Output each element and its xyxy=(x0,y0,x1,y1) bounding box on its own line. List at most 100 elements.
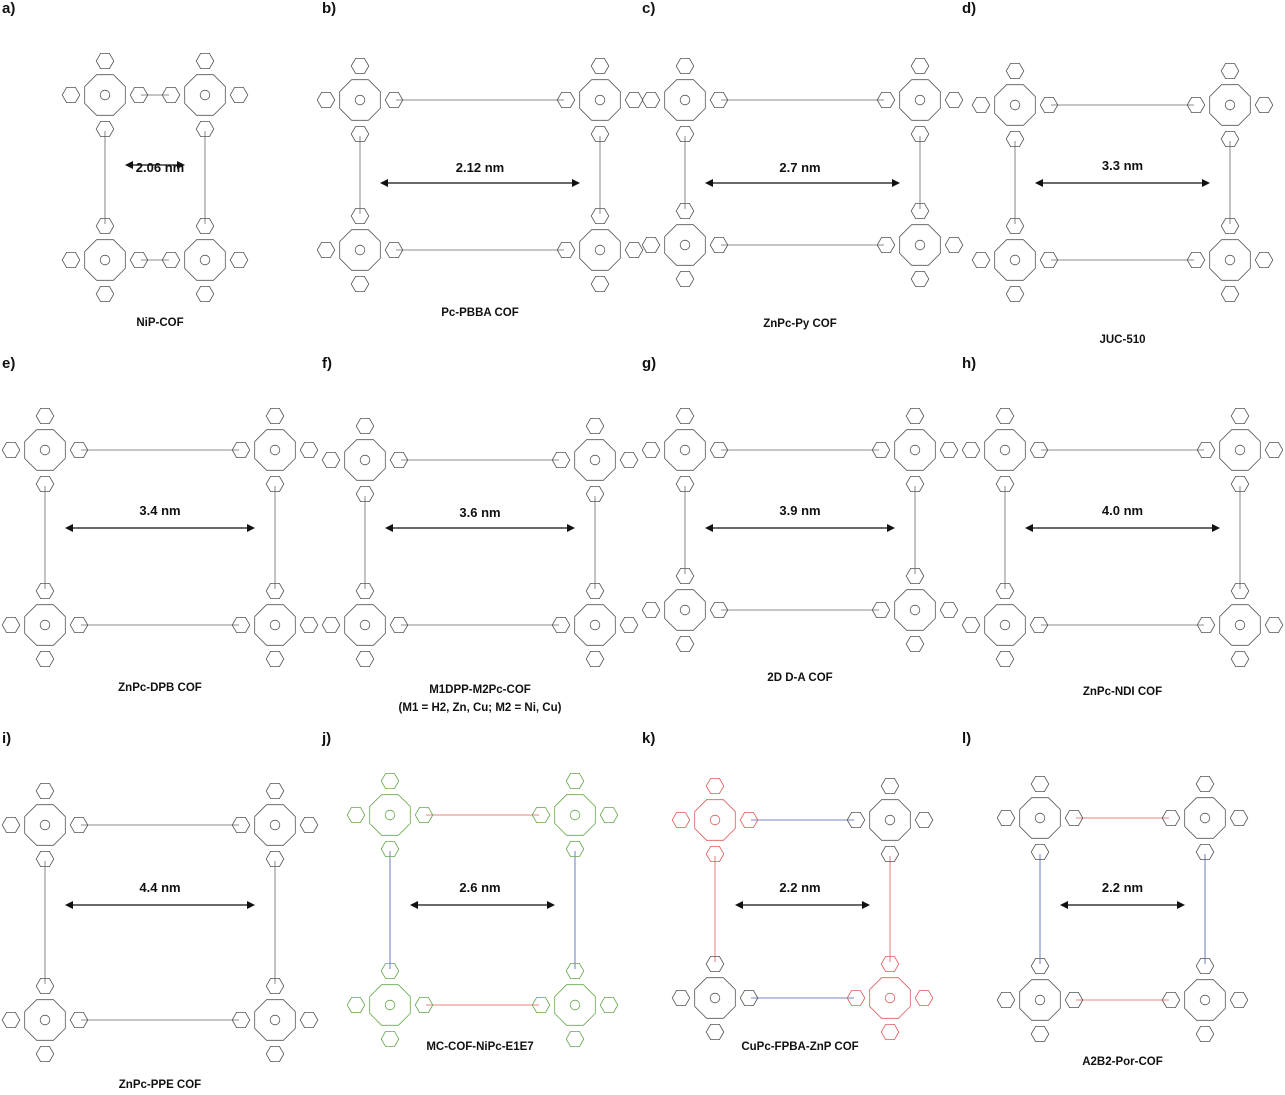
arrowhead-right xyxy=(892,179,900,187)
arrowhead-right xyxy=(547,901,555,909)
macrocycle-node xyxy=(971,63,1059,148)
pore-distance-label: 3.6 nm xyxy=(459,505,501,520)
macrocycle-node xyxy=(671,955,759,1041)
macrocycle-node xyxy=(231,977,319,1063)
panel-letter: j) xyxy=(322,730,332,747)
macrocycle-node xyxy=(1196,582,1284,668)
panel-caption: 2D D-A COF xyxy=(767,672,833,684)
pore-distance-label: 2.6 nm xyxy=(459,880,501,895)
cof-structure-diagram xyxy=(1,408,319,668)
macrocycle-node xyxy=(346,773,434,857)
macrocycle-node xyxy=(1161,957,1249,1043)
arrowhead-right xyxy=(177,161,185,169)
panel-caption: JUC-510 xyxy=(1099,334,1146,346)
cof-structure-diagram xyxy=(321,418,639,668)
arrowhead-left xyxy=(65,524,73,532)
macrocycle-node xyxy=(961,582,1049,668)
cof-structure-diagram xyxy=(346,773,619,1048)
cof-structure-diagram xyxy=(996,776,1249,1043)
arrowhead-left xyxy=(705,179,713,187)
macrocycle-node xyxy=(871,567,959,653)
arrowhead-left xyxy=(380,179,388,187)
pore-distance-label: 3.3 nm xyxy=(1101,158,1144,173)
macrocycle-node xyxy=(871,408,959,493)
cof-structure-diagram xyxy=(641,408,959,653)
macrocycle-node xyxy=(556,58,644,143)
pore-distance-label: 2.2 nm xyxy=(779,880,821,895)
panel-caption: M1DPP-M2Pc-COF xyxy=(429,684,531,696)
macrocycle-node xyxy=(971,217,1059,303)
panel-caption-subtitle: (M1 = H2, Zn, Cu; M2 = Ni, Cu) xyxy=(398,702,562,714)
macrocycle-node xyxy=(1186,63,1274,148)
pore-distance-label: 3.4 nm xyxy=(139,503,181,518)
pore-distance-label: 2.12 nm xyxy=(455,160,505,175)
macrocycle-node xyxy=(231,783,319,868)
panel-e: e) 3.4 nm ZnPc-DPB COF xyxy=(0,355,320,725)
macrocycle-node xyxy=(1161,776,1249,861)
macrocycle-node xyxy=(531,962,619,1048)
macrocycle-node xyxy=(1196,408,1284,493)
macrocycle-node xyxy=(996,957,1084,1043)
panel-caption: ZnPc-DPB COF xyxy=(118,682,202,694)
pore-distance-label: 2.7 nm xyxy=(779,160,821,175)
arrowhead-left xyxy=(1060,901,1068,909)
panel-caption: ZnPc-NDI COF xyxy=(1082,686,1163,698)
macrocycle-node xyxy=(846,778,934,863)
macrocycle-node xyxy=(1,977,89,1063)
macrocycle-node xyxy=(846,955,934,1041)
panel-l: l) 2.2 nm A2B2-Por-COF xyxy=(960,730,1285,1095)
macrocycle-node xyxy=(1186,217,1274,303)
macrocycle-node xyxy=(556,207,644,293)
panel-letter: g) xyxy=(642,355,657,372)
arrowhead-left xyxy=(65,901,73,909)
macrocycle-node xyxy=(996,776,1084,861)
cof-structure-diagram xyxy=(961,408,1284,668)
macrocycle-node xyxy=(641,408,729,493)
arrowhead-left xyxy=(1035,179,1043,187)
pore-distance-label: 3.9 nm xyxy=(779,503,821,518)
panel-i: i) 4.4 nm ZnPc-PPE COF xyxy=(0,730,320,1095)
panel-letter: l) xyxy=(962,730,972,747)
arrowhead-left xyxy=(125,161,133,169)
pore-distance-label: 4.0 nm xyxy=(1101,503,1144,518)
panel-letter: f) xyxy=(322,355,332,372)
arrowhead-right xyxy=(247,524,255,532)
panel-h: h) 4.0 nm ZnPc-NDI COF xyxy=(960,355,1285,725)
arrowhead-right xyxy=(1212,524,1220,532)
macrocycle-node xyxy=(551,418,639,503)
panel-j: j) 2.6 nm MC-COF-NiPc-E1E7 xyxy=(320,730,640,1095)
macrocycle-node xyxy=(641,58,729,143)
arrowhead-left xyxy=(410,901,418,909)
panel-f: f) 3.6 nm M1DPP-M2Pc-COF (M1 = H2, Zn, C… xyxy=(320,355,640,725)
cof-structure-diagram xyxy=(61,53,249,303)
panel-caption: ZnPc-PPE COF xyxy=(118,1079,202,1091)
pore-distance-label: 4.4 nm xyxy=(139,880,181,895)
panel-letter: k) xyxy=(642,730,656,747)
macrocycle-node xyxy=(641,567,729,653)
macrocycle-node xyxy=(531,773,619,857)
arrowhead-right xyxy=(887,524,895,532)
panel-c: c) 2.7 nm ZnPc-Py COF xyxy=(640,0,964,360)
panel-caption: ZnPc-Py COF xyxy=(763,318,837,330)
macrocycle-node xyxy=(161,53,249,138)
arrowhead-right xyxy=(1202,179,1210,187)
macrocycle-node xyxy=(316,58,404,143)
arrowhead-right xyxy=(862,901,870,909)
panel-caption: A2B2-Por-COF xyxy=(1082,1056,1163,1068)
macrocycle-node xyxy=(316,207,404,293)
panel-caption: NiP-COF xyxy=(136,317,184,329)
macrocycle-node xyxy=(1,783,89,868)
arrowhead-right xyxy=(1177,901,1185,909)
panel-a: a) 2.06 nm NiP-COF xyxy=(0,0,320,360)
pore-distance-label: 2.06 nm xyxy=(135,160,185,175)
panel-caption: CuPc-FPBA-ZnP COF xyxy=(741,1041,859,1053)
panel-letter: c) xyxy=(642,0,656,17)
panel-g: g) 3.9 nm 2D D-A COF xyxy=(640,355,960,725)
panel-k: k) 2.2 nm CuPc-FPBA-ZnP COF xyxy=(640,730,960,1095)
panel-letter: a) xyxy=(2,0,16,17)
panel-d: d) 3.3 nm JUC-510 xyxy=(960,0,1285,360)
panel-caption: Pc-PBBA COF xyxy=(441,307,519,319)
panel-letter: b) xyxy=(322,0,337,17)
macrocycle-node xyxy=(551,582,639,668)
macrocycle-node xyxy=(961,408,1049,493)
